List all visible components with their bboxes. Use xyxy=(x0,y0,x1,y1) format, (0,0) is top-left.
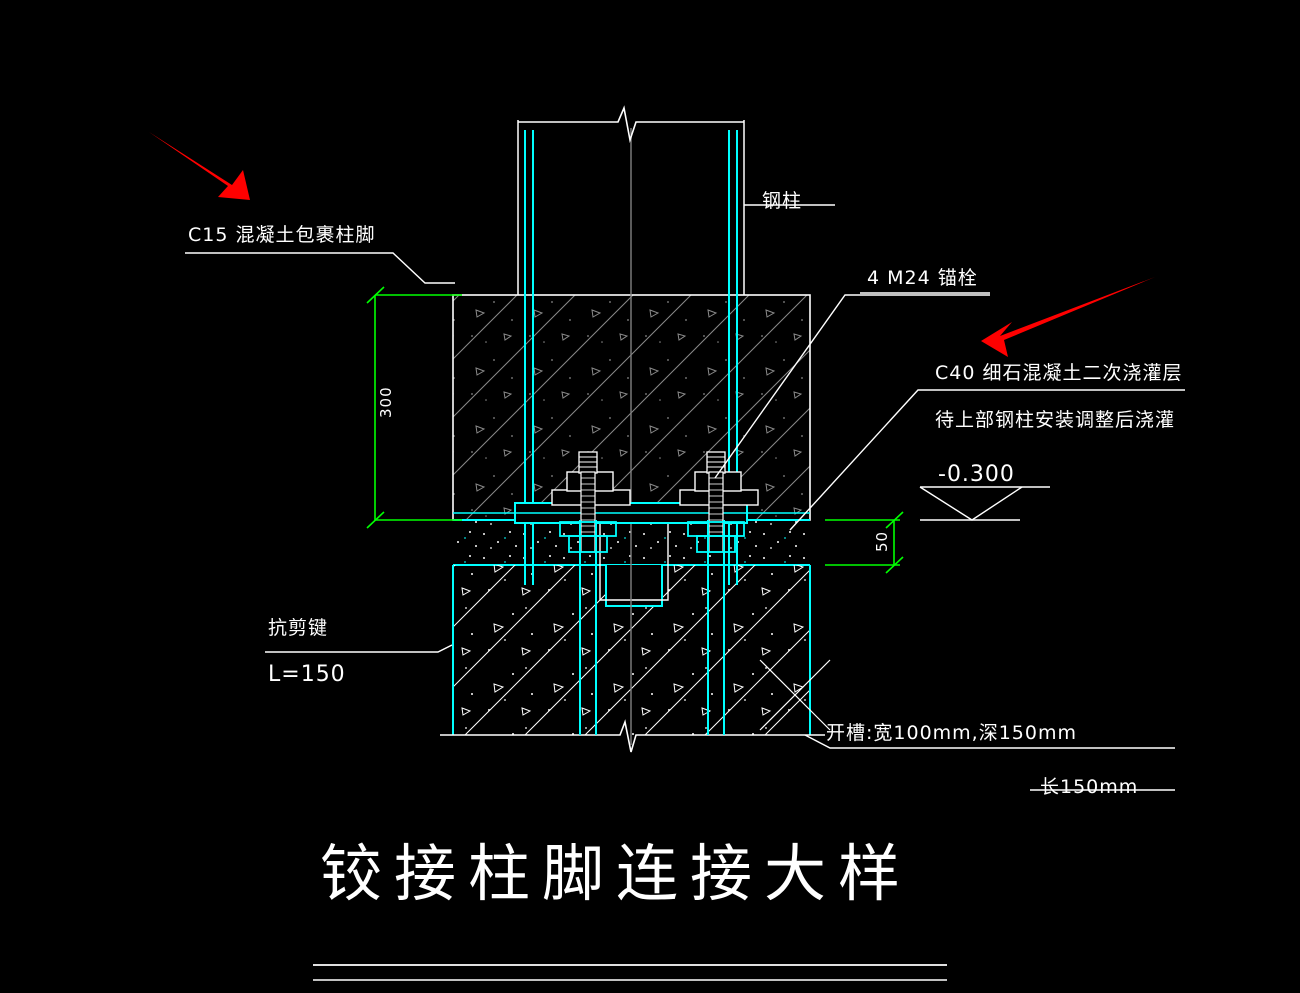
label-shear-key-line2: L=150 xyxy=(268,662,346,687)
label-elevation-marker: -0.300 xyxy=(938,462,1015,487)
label-grout-layer-line2: 待上部钢柱安装调整后浇灌 xyxy=(935,409,1176,431)
drawing-title: 铰接柱脚连接大样 xyxy=(320,837,913,910)
dimension-300 xyxy=(366,286,462,529)
annotation-arrow-right xyxy=(981,277,1155,357)
label-steel-column: 钢柱 xyxy=(762,190,803,212)
dimension-text-300: 300 xyxy=(377,386,395,418)
label-grout-layer-line1: C40 细石混凝土二次浇灌层 xyxy=(935,362,1183,384)
column-base-plate xyxy=(453,502,810,524)
label-slot-length: 长150mm xyxy=(1040,776,1139,798)
label-slot-note: 开槽:宽100mm,深150mm xyxy=(826,722,1078,744)
title-underline xyxy=(313,964,947,981)
dimension-50 xyxy=(825,511,904,574)
label-concrete-encasement: C15 混凝土包裹柱脚 xyxy=(188,224,376,246)
label-shear-key-line1: 抗剪键 xyxy=(268,617,329,639)
anchor-bolt-left xyxy=(551,451,631,735)
label-anchor-bolts: 4 M24 锚栓 xyxy=(867,267,978,289)
annotation-arrow-left xyxy=(149,132,250,200)
leader-lines xyxy=(185,204,1185,791)
dimension-text-50: 50 xyxy=(873,530,891,552)
